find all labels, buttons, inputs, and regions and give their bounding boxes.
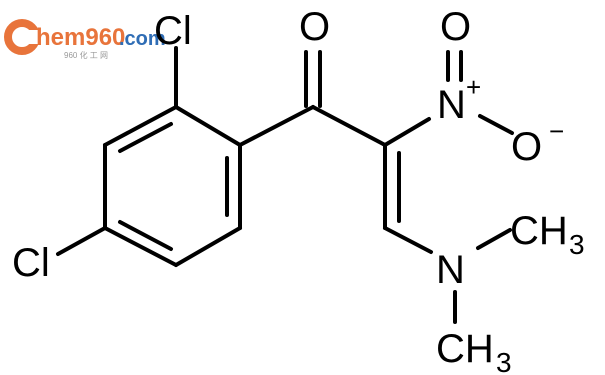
- bond-ring-cl-left: [56, 226, 107, 256]
- atom-nitro-o-top: O: [440, 5, 471, 49]
- bond-ring-inner-3: [118, 122, 173, 153]
- watermark-c-gap: [26, 30, 40, 44]
- bond-ring-1: [174, 105, 242, 147]
- watermark-logo: hem960 .com 960 化 工 网: [4, 19, 166, 60]
- watermark-sub: 960 化 工 网: [64, 50, 108, 60]
- bond-beta-amine: [383, 226, 433, 254]
- atom-nitro-n-charge: +: [466, 72, 481, 102]
- watermark-brand: hem960: [36, 24, 125, 51]
- atom-cl-left: Cl: [12, 241, 50, 285]
- atom-amine-n: N: [436, 248, 465, 292]
- bond-amine-methyl-top: [476, 228, 512, 250]
- atom-oxygen-ketone: O: [299, 5, 330, 49]
- atom-nitro-n: N: [437, 83, 466, 127]
- bond-alpha-nitro: [383, 117, 431, 147]
- bond-ring-3: [174, 226, 242, 267]
- bond-ring-4: [103, 226, 178, 267]
- bond-ring-6: [103, 105, 178, 147]
- bond-nitro-o: [478, 114, 514, 135]
- atom-nitro-o-right: O: [511, 125, 542, 169]
- atom-cl-top: Cl: [154, 9, 192, 53]
- bond-carbonyl-alpha: [311, 105, 387, 147]
- atom-methyl-bottom: CH: [436, 327, 494, 371]
- bond-ring-carbonyl: [238, 105, 315, 147]
- watermark-tld: .com: [119, 28, 166, 50]
- atom-methyl-top-sub: 3: [569, 229, 585, 260]
- bond-ring-inner-2: [118, 220, 173, 251]
- atom-methyl-top: CH: [510, 209, 568, 253]
- atom-nitro-o-charge: −: [549, 116, 564, 146]
- atom-methyl-bottom-sub: 3: [496, 347, 512, 375]
